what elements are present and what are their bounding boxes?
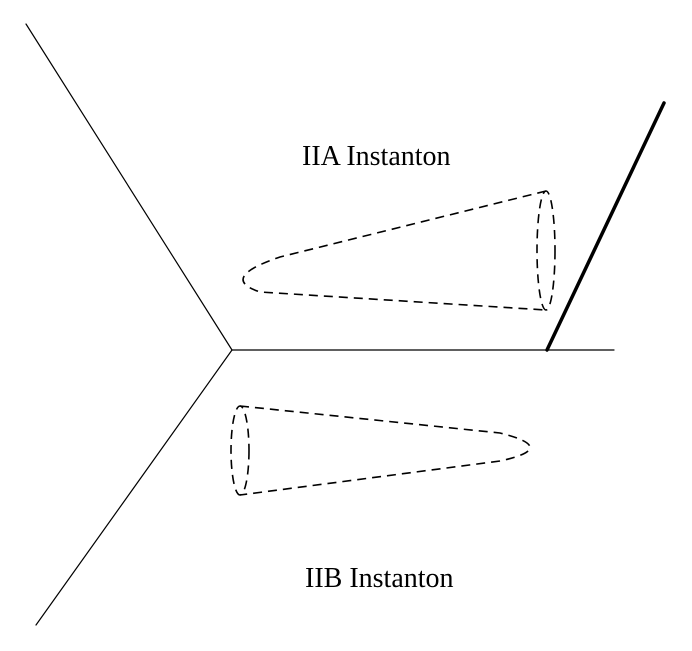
iia-cone-body — [242, 190, 547, 311]
bold-brane-line — [545, 101, 666, 352]
iib-cone-body — [239, 405, 531, 496]
iib-cone-end-ellipse — [230, 405, 250, 496]
iib-instanton-cone — [230, 405, 531, 496]
iib-instanton-label: IIB Instanton — [305, 563, 454, 594]
iia-instanton-label: IIA Instanton — [302, 141, 451, 172]
lower-left-leg — [35, 349, 233, 626]
web-lines — [25, 23, 666, 626]
upper-left-leg — [25, 23, 233, 351]
iia-cone-end-ellipse — [536, 190, 556, 311]
iia-instanton-cone — [242, 190, 556, 311]
